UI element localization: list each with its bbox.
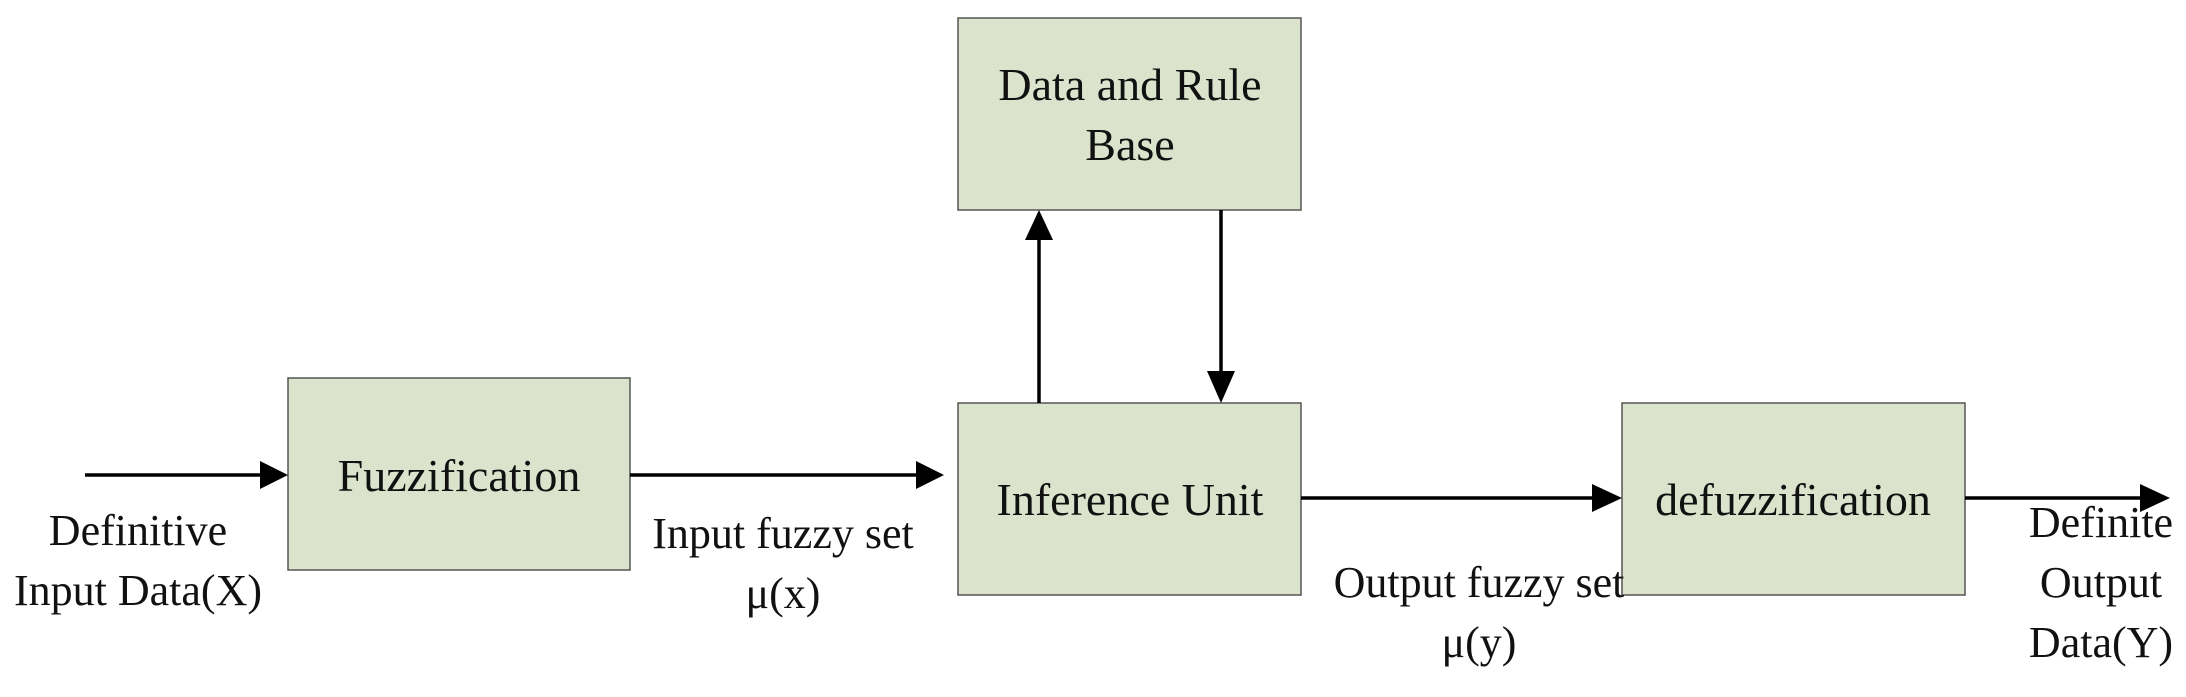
input-label-line2: Input Data(X) <box>14 566 262 615</box>
node-defuzzification <box>1621 402 1966 596</box>
node-fuzzification <box>287 377 631 571</box>
output-label-line1: Definite <box>2029 498 2173 547</box>
output-fuzzy-label-line1: Output fuzzy set <box>1334 558 1625 607</box>
edge-inference-to-defuzzification <box>1301 484 1622 512</box>
node-inference <box>957 402 1302 596</box>
edge-input-to-fuzzification <box>85 461 288 489</box>
edge-rule-base-to-inference <box>1207 210 1235 403</box>
output-fuzzy-label-line2: μ(y) <box>1442 618 1517 667</box>
input-fuzzy-label-line2: μ(x) <box>746 569 821 618</box>
defuzzification-label: defuzzification <box>1655 474 1931 525</box>
output-label-line2: Output <box>2040 558 2162 607</box>
inference-label: Inference Unit <box>997 474 1264 525</box>
input-label-line1: Definitive <box>49 506 227 555</box>
fuzzification-label: Fuzzification <box>338 450 581 501</box>
edge-defuzzification-to-output <box>1965 484 2170 512</box>
rule-base-label-line1: Data and Rule <box>998 59 1261 110</box>
output-label-line3: Data(Y) <box>2029 618 2173 667</box>
edge-fuzzification-to-inference <box>630 461 944 489</box>
node-rule-base <box>957 17 1302 211</box>
rule-base-label-line2: Base <box>1085 119 1174 170</box>
input-fuzzy-label-line1: Input fuzzy set <box>652 509 913 558</box>
edge-inference-to-rule-base <box>1025 210 1053 403</box>
